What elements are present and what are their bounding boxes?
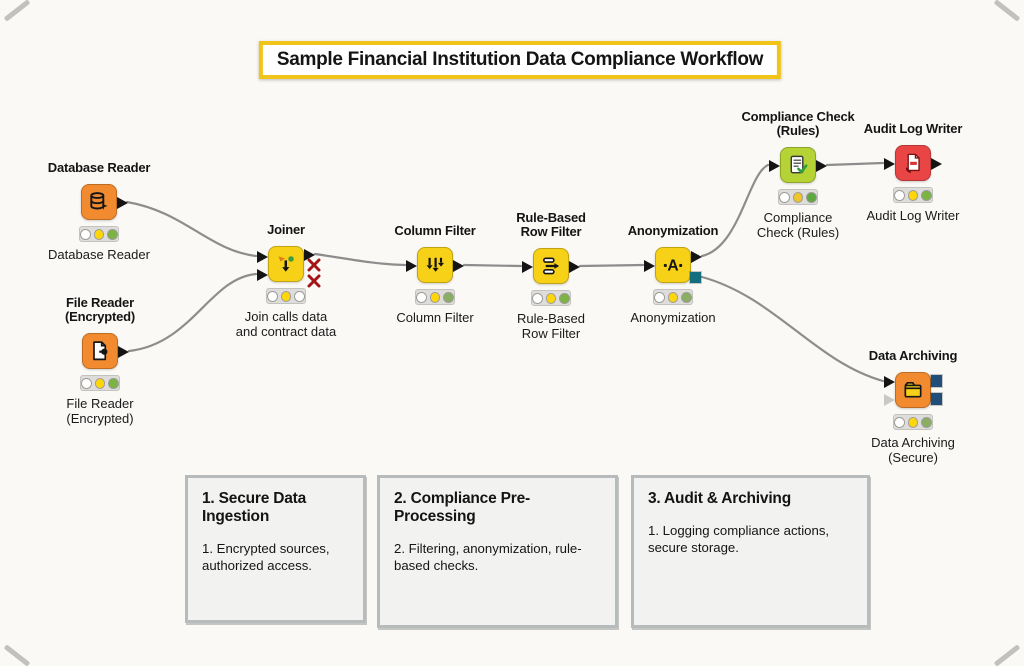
traffic-light [893, 187, 933, 203]
wire-anonymization-to-compliance-check[interactable] [700, 163, 770, 258]
output-port[interactable] [931, 158, 942, 170]
annotation-title: 2. Compliance Pre-Processing [394, 490, 530, 525]
node-compliance-check-body[interactable] [769, 147, 827, 183]
node-audit-log-writer: Audit Log Writer Audit Log Writer [864, 122, 963, 223]
node-rule-based-row-filter: Rule-Based Row Filter Rule-Based Row Fil… [516, 210, 586, 342]
input-port[interactable] [644, 260, 655, 272]
input-port[interactable] [522, 261, 533, 273]
node-database-reader-body[interactable] [81, 184, 128, 220]
cancelled-port-x-icon [307, 258, 321, 272]
node-title: Joiner [267, 222, 305, 238]
node-caption: Rule-Based Row Filter [517, 311, 585, 342]
annotation-audit-archiving[interactable]: 3. Audit & Archiving 1. Logging complian… [631, 475, 870, 628]
input-port-top[interactable] [257, 251, 268, 263]
traffic-light [266, 288, 306, 304]
wire-database-reader-to-joiner[interactable] [125, 200, 258, 258]
wire-anonymization-to-data-archiving[interactable] [700, 275, 885, 383]
input-port-top[interactable] [884, 376, 895, 388]
output-port-teal[interactable] [690, 272, 701, 283]
input-port[interactable] [406, 260, 417, 272]
input-port-bottom-unconnected[interactable] [884, 394, 895, 406]
traffic-light [79, 226, 119, 242]
node-caption: Anonymization [630, 310, 716, 325]
node-caption: Audit Log Writer [866, 208, 960, 223]
node-title: Compliance Check (Rules) [741, 108, 855, 139]
annotation-secure-data-ingestion[interactable]: 1. Secure Data Ingestion 1. Encrypted so… [185, 475, 366, 623]
annotation-title: 3. Audit & Archiving [648, 490, 791, 507]
input-port[interactable] [884, 158, 895, 170]
node-title: Audit Log Writer [863, 121, 963, 137]
node-database-reader: Database Reader Database Reader [48, 161, 151, 262]
output-port[interactable] [117, 197, 128, 209]
node-caption: Data Archiving (Secure) [871, 435, 955, 466]
node-joiner-body[interactable] [257, 246, 321, 288]
annotation-title: 1. Secure Data Ingestion [202, 490, 307, 525]
check-document-icon [790, 155, 808, 174]
output-port[interactable] [118, 346, 129, 358]
traffic-light [415, 289, 455, 305]
output-port-navy-top[interactable] [931, 375, 942, 387]
output-port-navy-bottom[interactable] [931, 393, 942, 405]
anonymization-icon: A [663, 258, 683, 275]
node-anonymization-body[interactable]: A [644, 247, 702, 283]
node-file-reader-encrypted: File Reader (Encrypted) File Reader (Enc… [65, 295, 135, 427]
node-rule-based-row-filter-body[interactable] [522, 248, 580, 284]
output-port-top[interactable] [691, 251, 702, 263]
svg-text:A: A [667, 258, 678, 275]
node-title: Data Archiving [868, 348, 958, 364]
database-icon [90, 192, 108, 211]
node-caption: Database Reader [48, 247, 150, 262]
encrypted-file-icon [93, 341, 108, 361]
traffic-light [531, 290, 571, 306]
output-port[interactable] [304, 249, 315, 261]
node-title: Anonymization [627, 223, 719, 239]
node-title: Rule-Based Row Filter [516, 209, 586, 240]
wire-column-filter-to-row-filter[interactable] [462, 263, 523, 268]
input-port-bottom[interactable] [257, 269, 268, 281]
node-caption: File Reader (Encrypted) [66, 396, 134, 427]
traffic-light [653, 289, 693, 305]
annotation-body: 2. Filtering, anonymization, rule-based … [394, 541, 582, 574]
node-anonymization: Anonymization A Anonymization [628, 224, 719, 325]
column-filter-icon [426, 257, 444, 272]
traffic-light [893, 414, 933, 430]
node-data-archiving-body[interactable] [884, 372, 942, 408]
node-title: Column Filter [394, 223, 476, 239]
node-caption: Compliance Check (Rules) [756, 210, 840, 241]
cancelled-port-x-icon [307, 274, 321, 288]
node-file-reader-body[interactable] [82, 333, 129, 369]
wire-joiner-to-column-filter[interactable] [313, 252, 407, 267]
annotation-body: 1. Encrypted sources, authorized access. [202, 541, 330, 574]
row-filter-icon [543, 257, 560, 275]
output-port[interactable] [453, 260, 464, 272]
node-data-archiving: Data Archiving Data Archiving (Secure) [869, 349, 958, 466]
wire-compliance-check-to-audit-log[interactable] [825, 161, 885, 167]
join-icon [278, 256, 294, 272]
traffic-light [80, 375, 120, 391]
wire-row-filter-to-anonymization[interactable] [578, 263, 645, 268]
title-banner: Sample Financial Institution Data Compli… [258, 41, 782, 79]
node-joiner: Joiner Join calls data a [236, 223, 336, 340]
node-caption: Join calls data and contract data [235, 309, 337, 340]
wire-file-reader-to-joiner[interactable] [127, 272, 258, 353]
traffic-light [778, 189, 818, 205]
node-caption: Column Filter [396, 310, 474, 325]
node-audit-log-writer-body[interactable] [884, 145, 942, 181]
log-document-icon [905, 153, 920, 174]
folder-icon [904, 381, 922, 398]
output-port[interactable] [816, 160, 827, 172]
annotation-body: 1. Logging compliance actions, secure st… [648, 523, 830, 556]
workflow-title: Sample Financial Institution Data Compli… [276, 49, 764, 70]
node-column-filter: Column Filter Column Filter [394, 224, 475, 325]
output-port[interactable] [569, 261, 580, 273]
node-title: Database Reader [47, 160, 151, 176]
node-title: File Reader (Encrypted) [64, 294, 136, 325]
annotation-compliance-pre-processing[interactable]: 2. Compliance Pre-Processing 2. Filterin… [377, 475, 618, 628]
input-port[interactable] [769, 160, 780, 172]
node-compliance-check-rules: Compliance Check (Rules) Compliance Chec… [741, 109, 854, 241]
node-column-filter-body[interactable] [406, 247, 464, 283]
